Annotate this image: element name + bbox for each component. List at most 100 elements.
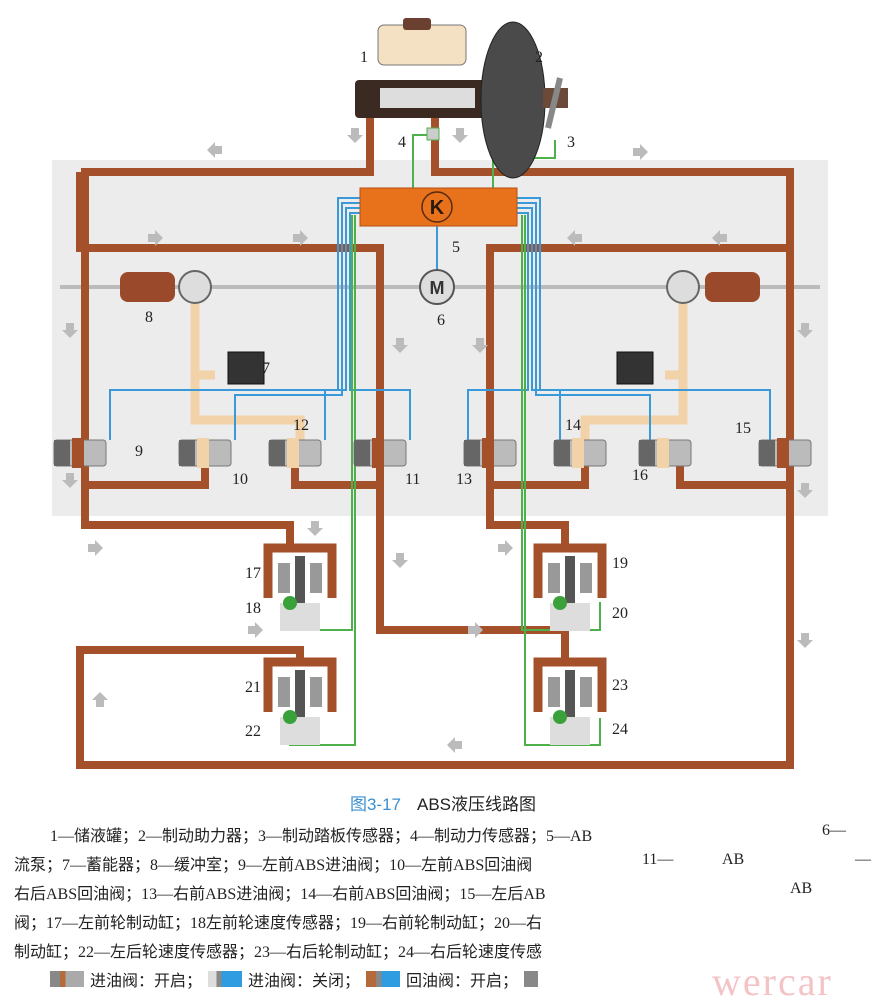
wheel-speed-sensor [283, 710, 297, 724]
abs-ecu [359, 187, 518, 227]
accumulator-right [616, 351, 654, 385]
flow-arrow [797, 483, 813, 498]
flow-arrow [148, 230, 163, 246]
brake-force-sensor [426, 127, 440, 141]
caption-line: 制动缸；22—左后轮速度传感器；23—右后轮制动缸；24—右后轮速度传感 [14, 944, 543, 961]
wheel-speed-sensor [283, 596, 297, 610]
component-label-10: 10 [232, 471, 248, 488]
component-label-18: 18 [245, 600, 261, 617]
reservoir [377, 24, 467, 66]
damper-chamber-left [120, 272, 175, 302]
flow-arrow [207, 142, 222, 158]
flow-arrow [88, 540, 103, 556]
component-label-6: 6 [437, 312, 445, 329]
wheel-speed-sensor [553, 710, 567, 724]
brake-pedal [545, 77, 563, 129]
component-label-8: 8 [145, 309, 153, 326]
figure-title: 图3-17 ABS液压线路图 [0, 790, 886, 815]
brake-booster [480, 21, 546, 179]
pipe-circuit-left-front [81, 118, 374, 548]
motor-symbol: M [430, 278, 445, 298]
caption-fragment: AB [790, 880, 813, 897]
caption-line: 1—储液罐；2—制动助力器；3—制动踏板传感器；4—制动力传感器；5—AB [50, 828, 593, 845]
damper-chamber-right [705, 272, 760, 302]
pipe-circuit-right-front [486, 520, 569, 548]
reservoir-cap [403, 18, 431, 30]
flow-arrow [307, 521, 323, 536]
component-label-14: 14 [565, 417, 581, 434]
figure-caption-title: ABS液压线路图 [417, 795, 537, 814]
flow-arrow [62, 473, 78, 488]
legend: 进油阀：开启； 进油阀：关闭； 回油阀：开启； [50, 967, 539, 991]
component-label-15: 15 [735, 420, 751, 437]
accumulator-left [227, 351, 265, 385]
caption-line: 右后ABS回油阀；13—右前ABS进油阀；14—右前ABS回油阀；15—左后AB [14, 886, 546, 903]
caption-fragment: AB [722, 851, 745, 868]
caption-line: 流泵；7—蓄能器；8—缓冲室；9—左前ABS进油阀；10—左前ABS回油阀 [14, 857, 533, 874]
component-label-4: 4 [398, 134, 406, 151]
flow-arrow [347, 128, 363, 143]
legend-label: 进油阀：关闭； [248, 973, 361, 990]
inlet-valve-closed-icon [208, 971, 243, 987]
return-lines [190, 300, 688, 440]
flow-arrow [567, 230, 582, 246]
return-pump-left [178, 270, 212, 304]
flow-arrow [633, 144, 648, 160]
component-label-17: 17 [245, 565, 261, 582]
wheel-speed-sensor [553, 596, 567, 610]
component-label-19: 19 [612, 555, 628, 572]
flow-arrow [468, 622, 483, 638]
ecu-symbol: K [430, 197, 445, 219]
component-label-20: 20 [612, 605, 628, 622]
return-pump-right [666, 270, 700, 304]
component-label-2: 2 [535, 49, 543, 66]
valves [53, 438, 812, 468]
component-label-3: 3 [567, 134, 575, 151]
brake-disc [565, 556, 575, 631]
wheel-brakes [263, 543, 607, 745]
component-label-22: 22 [245, 723, 261, 740]
flow-arrow [392, 553, 408, 568]
component-label-21: 21 [245, 679, 261, 696]
brake-caliper [263, 543, 337, 598]
flow-arrow [797, 323, 813, 338]
flow-arrow [712, 230, 727, 246]
flow-arrow [248, 622, 263, 638]
component-label-11: 11 [405, 471, 420, 488]
pump-motor [419, 269, 455, 305]
brake-caliper [533, 657, 607, 712]
component-label-16: 16 [632, 467, 648, 484]
component-label-7: 7 [262, 360, 270, 377]
brake-caliper [263, 657, 337, 712]
return-valve-open-icon [366, 971, 401, 987]
component-label-23: 23 [612, 677, 628, 694]
return-valve-closed-icon [524, 971, 539, 987]
flow-arrow [392, 338, 408, 353]
electric-wires [109, 197, 771, 440]
flow-arrow [797, 633, 813, 648]
component-label-5: 5 [452, 239, 460, 256]
component-label-12: 12 [293, 417, 309, 434]
inlet-valve-open-icon [50, 971, 84, 987]
flow-arrows [62, 128, 813, 753]
caption-fragment: — [855, 851, 871, 868]
pipe-circuit-left-rear [76, 118, 794, 769]
caption-line: 阀；17—左前轮制动缸；18左前轮速度传感器；19—右前轮制动缸；20—右 [14, 915, 543, 932]
component-label-1: 1 [360, 49, 368, 66]
component-label-24: 24 [612, 721, 628, 738]
legend-label: 回油阀：开启； [406, 973, 519, 990]
flow-arrow [447, 737, 462, 753]
figure-number: 图3-17 [349, 795, 401, 814]
watermark: wercar [712, 959, 833, 1004]
flow-arrow [452, 128, 468, 143]
brake-disc [565, 670, 575, 745]
flow-arrow [92, 692, 108, 707]
brake-disc [295, 670, 305, 745]
flow-arrow [293, 230, 308, 246]
component-label-9: 9 [135, 443, 143, 460]
flow-arrow [62, 323, 78, 338]
brake-disc [295, 556, 305, 631]
